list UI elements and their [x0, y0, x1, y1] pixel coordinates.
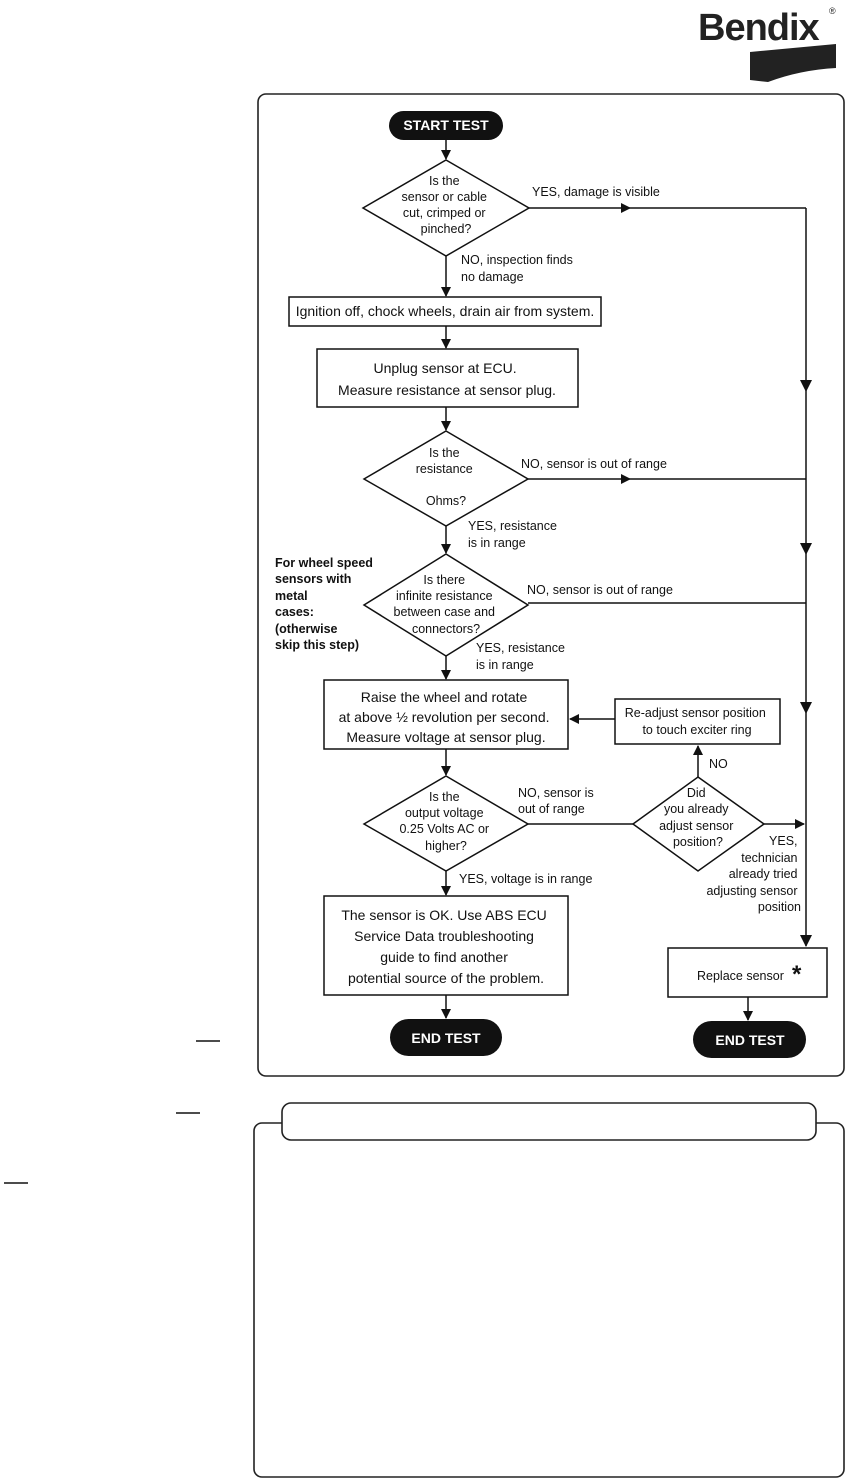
- lower-panel-tab: [281, 1102, 817, 1141]
- decision-already-adjusted-text: Did you already adjust sensor position?: [659, 786, 737, 849]
- end-terminal-right: [693, 1021, 806, 1058]
- metal-case-note: For wheel speed sensors with metal cases…: [275, 556, 376, 652]
- q5-yes-label: YES, technician already tried adjusting …: [706, 834, 801, 914]
- q3-yes-label: YES, resistance is in range: [476, 641, 568, 672]
- logo-text: Bendix: [698, 7, 820, 49]
- step-raise-wheel: [323, 679, 569, 750]
- step-ignition-text: Ignition off, chock wheels, drain air fr…: [296, 303, 595, 319]
- step-readjust-text: Re-adjust sensor position to touch excit…: [625, 706, 770, 737]
- step-raise-wheel-text: Raise the wheel and rotate at above ½ re…: [339, 689, 554, 745]
- step-sensor-ok: [323, 895, 569, 996]
- step-sensor-ok-text: The sensor is OK. Use ABS ECU Service Da…: [341, 907, 550, 986]
- rail-arrow-1-icon: [800, 380, 812, 392]
- end-terminal-left: [390, 1019, 502, 1056]
- step-readjust-sensor: [614, 698, 781, 745]
- q3-no-label: NO, sensor is out of range: [527, 583, 673, 597]
- decision-infinite-resistance-text: Is there infinite resistance between cas…: [394, 573, 499, 636]
- q2-no-label: NO, sensor is out of range: [521, 457, 667, 471]
- asterisk-mark: *: [792, 961, 802, 988]
- rail-arrow-3-icon: [800, 702, 812, 714]
- bendix-logo: Bendix ®: [698, 6, 836, 82]
- logo-swoosh-icon: [750, 44, 836, 82]
- end-left-label: END TEST: [411, 1030, 481, 1046]
- step-unplug-text: Unplug sensor at ECU. Measure resistance…: [338, 360, 556, 398]
- q4-yes-label: YES, voltage is in range: [459, 872, 592, 886]
- end-right-label: END TEST: [715, 1032, 785, 1048]
- decision-already-adjusted: [631, 776, 766, 872]
- start-terminal: [389, 111, 503, 140]
- decision-cable-damage-text: Is the sensor or cable cut, crimped or p…: [402, 174, 491, 236]
- start-label: START TEST: [403, 117, 489, 133]
- decision-resistance-text: Is the resistance Ohms?: [416, 446, 476, 508]
- decision-output-voltage-text: Is the output voltage 0.25 Volts AC or h…: [399, 790, 492, 853]
- q1-no-label: NO, inspection finds no damage: [461, 253, 576, 284]
- registered-mark: ®: [829, 6, 836, 16]
- step-ignition-off: [288, 296, 602, 327]
- q2-yes-label: YES, resistance is in range: [468, 519, 560, 550]
- flowchart-frame: [257, 93, 845, 1077]
- q5-no-label: NO: [709, 757, 728, 771]
- step-replace-text: Replace sensor: [697, 969, 784, 983]
- lower-panel-frame: [253, 1122, 845, 1478]
- step-unplug-sensor: [316, 348, 579, 408]
- rail-arrow-2-icon: [800, 543, 812, 555]
- q1-yes-label: YES, damage is visible: [532, 185, 660, 199]
- q4-no-label: NO, sensor is out of range: [518, 786, 597, 816]
- rail-arrow-4-icon: [800, 935, 812, 947]
